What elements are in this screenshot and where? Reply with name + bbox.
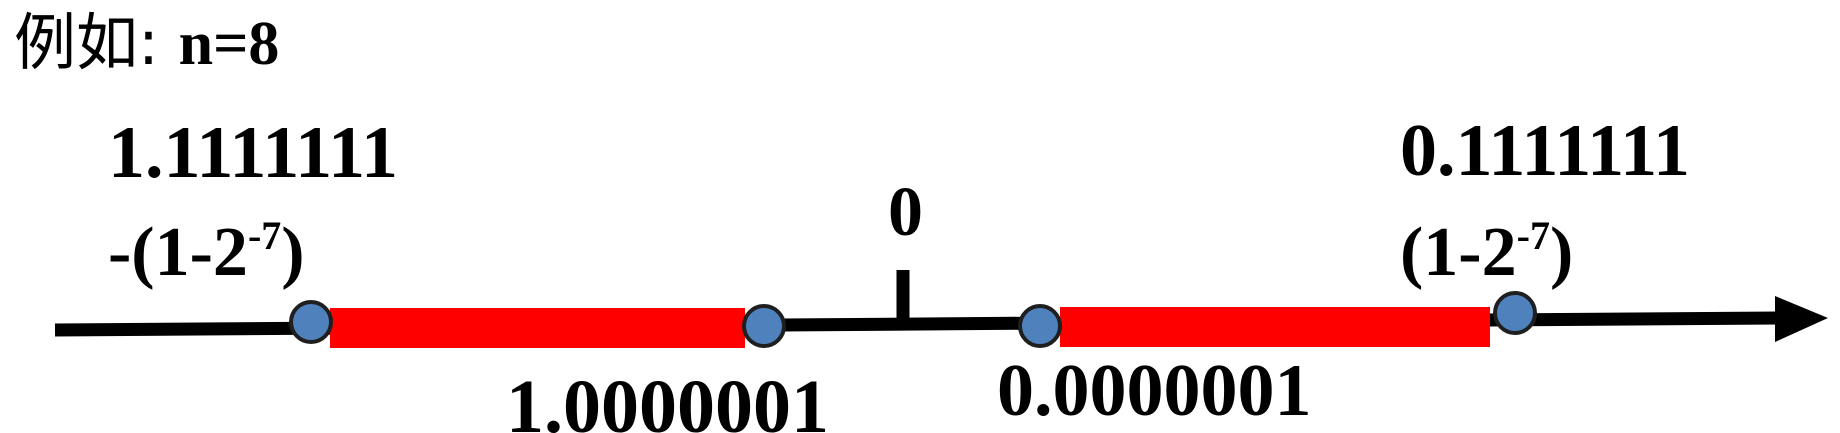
caption: 例如: n=8 — [14, 10, 280, 78]
pos-max-point — [1493, 291, 1537, 335]
caption-expression: n=8 — [178, 10, 280, 78]
caption-prefix: 例如: — [14, 6, 179, 79]
neg-min-point — [289, 300, 333, 344]
pos-min-binary-label: 0.0000001 — [997, 350, 1312, 432]
pos-max-expr-label: (1-2-7) — [1400, 213, 1573, 291]
zero-label: 0 — [888, 174, 923, 251]
neg-min-expr-label: -(1-2-7) — [108, 213, 305, 291]
neg-max-point — [742, 304, 786, 348]
positive-range-bar — [1060, 307, 1490, 347]
neg-min-binary-label: 1.1111111 — [108, 112, 398, 194]
pos-max-binary-label: 0.1111111 — [1400, 110, 1690, 192]
axis-arrow-icon — [1775, 296, 1828, 342]
negative-range-bar — [330, 308, 745, 348]
pos-min-point — [1018, 304, 1062, 348]
neg-max-binary-label: 1.0000001 — [506, 365, 829, 433]
